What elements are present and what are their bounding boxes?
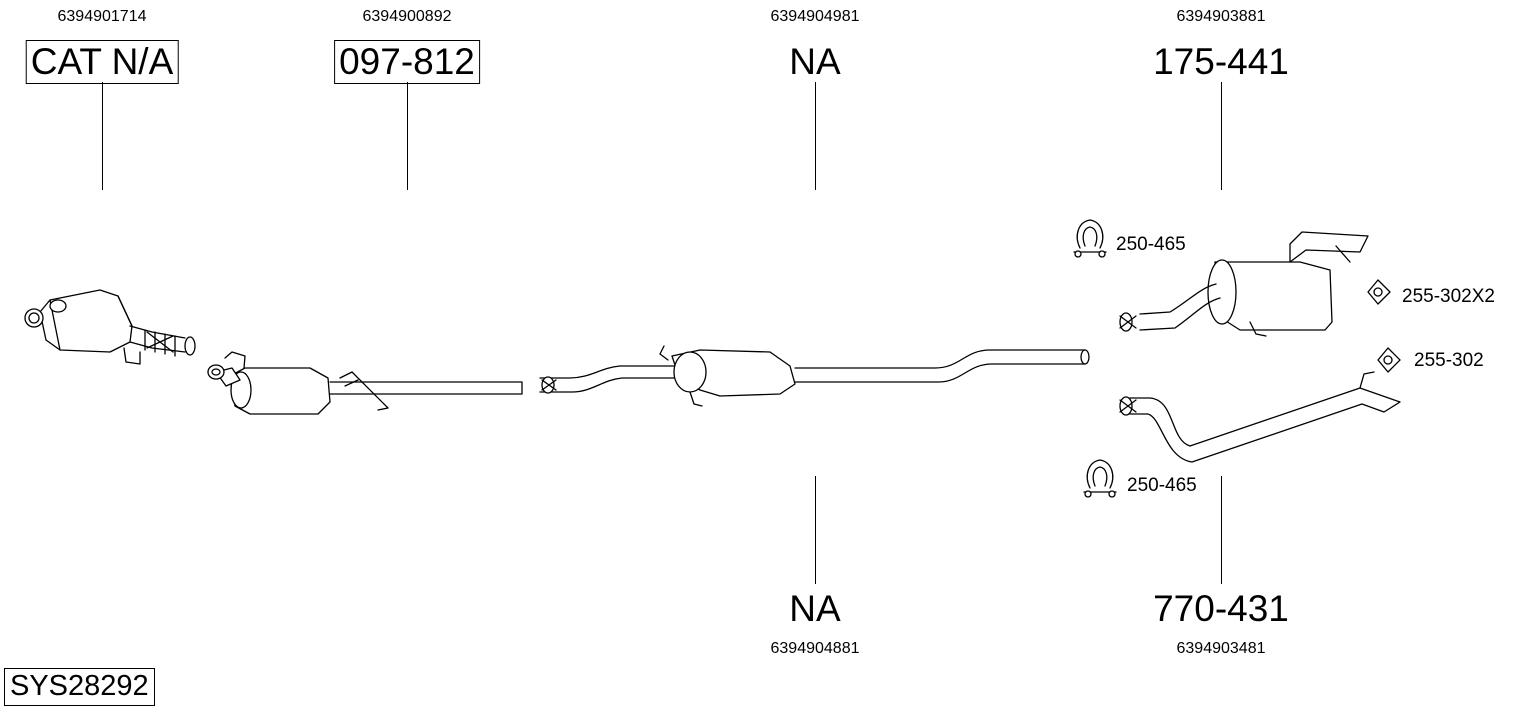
part-code-center-pipe[interactable]: NA	[789, 588, 841, 629]
part-code-cat[interactable]: CAT N/A	[25, 40, 179, 84]
part-number-center-pipe: 6394904881	[770, 640, 860, 657]
leader-line-dpf	[407, 82, 408, 190]
catalytic-converter-drawing	[24, 289, 196, 365]
leader-line-center-pipe	[815, 476, 816, 584]
part-number-dpf: 6394900892	[362, 8, 452, 25]
part-code-dpf[interactable]: 097-812	[334, 40, 480, 84]
accessory-label-rubber-mount-upper[interactable]: 255-302X2	[1402, 286, 1495, 307]
leader-line-tail-pipe	[1221, 476, 1222, 584]
tail-pipe-drawing	[1119, 371, 1401, 463]
part-number-cat: 6394901714	[57, 8, 147, 25]
part-code-rear-silencer[interactable]: 175-441	[1153, 41, 1289, 82]
accessory-label-rubber-mount-lower[interactable]: 255-302	[1414, 350, 1484, 371]
part-code-tail-pipe[interactable]: 770-431	[1153, 588, 1289, 629]
accessory-label-clamp-upper[interactable]: 250-465	[1116, 234, 1186, 255]
clamp-icon	[1073, 219, 1107, 258]
part-number-rear-silencer: 6394903881	[1176, 8, 1266, 25]
clamp-icon	[1083, 459, 1117, 498]
part-code-front-mid-pipe[interactable]: NA	[789, 41, 841, 82]
leader-line-rear-silencer	[1221, 82, 1222, 190]
dpf-drawing	[207, 351, 523, 415]
rubber-mount-icon	[1367, 279, 1391, 305]
accessory-label-clamp-lower[interactable]: 250-465	[1127, 475, 1197, 496]
mid-pipe-drawing	[539, 345, 1090, 407]
rear-silencer-drawing	[1119, 231, 1369, 337]
rubber-mount-icon	[1377, 347, 1401, 373]
leader-line-cat	[102, 82, 103, 190]
leader-line-front-mid-pipe	[815, 82, 816, 190]
part-number-tail-pipe: 6394903481	[1176, 640, 1266, 657]
part-number-front-mid-pipe: 6394904981	[770, 8, 860, 25]
system-id-label: SYS28292	[4, 668, 155, 706]
